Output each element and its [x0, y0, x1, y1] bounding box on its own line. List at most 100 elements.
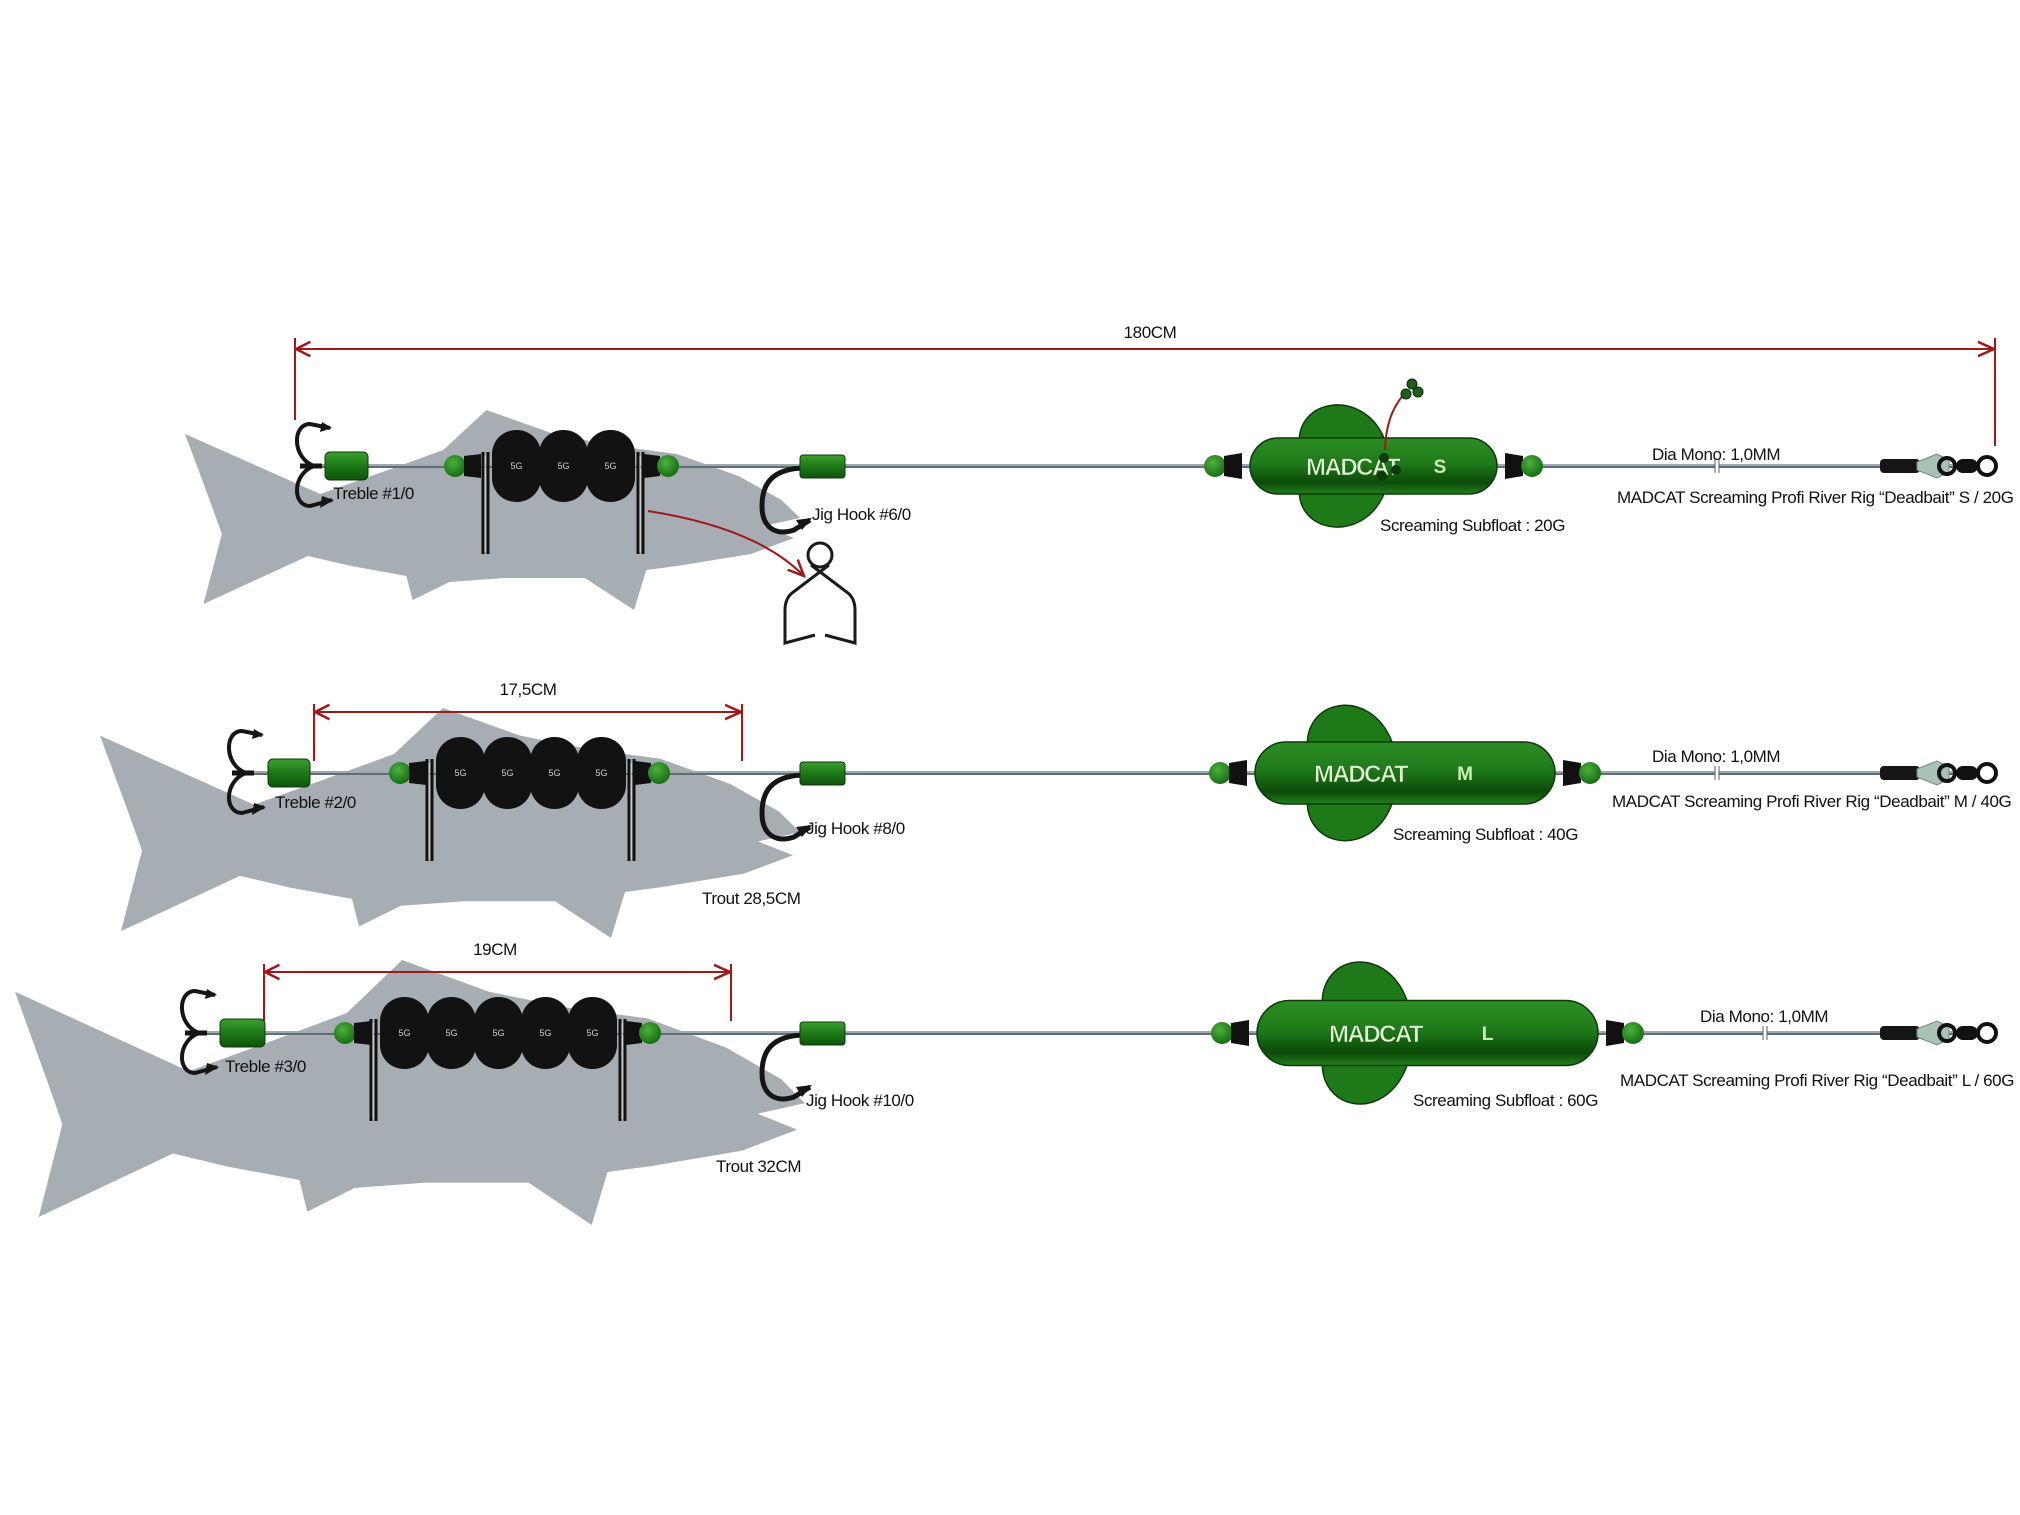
- line-break-mark: [1715, 767, 1719, 779]
- swivel-icon: [1880, 1020, 1998, 1046]
- jig-hook-bend: [759, 1032, 812, 1102]
- subfloat: MADCAT M: [1209, 704, 1601, 842]
- float-fin-top: [1321, 961, 1409, 1012]
- rattle-ball-icon: [1406, 378, 1418, 390]
- jig-hook-barb: [796, 1085, 812, 1097]
- float-size-label: L: [1482, 1024, 1494, 1045]
- stopper-left: [409, 761, 426, 785]
- weight-label: 5G: [501, 768, 513, 778]
- stopper-left: [354, 1021, 371, 1045]
- float-size-label: M: [1457, 764, 1473, 785]
- swivel-ring-left: [1937, 763, 1957, 783]
- float-bead-right: [1521, 455, 1543, 477]
- weight: [483, 737, 532, 809]
- treble-sleeve: [219, 1018, 266, 1048]
- wire-clip-detail: [647, 510, 857, 645]
- treble-hook-icon: [295, 421, 334, 509]
- treble-barb-bottom: [205, 1063, 219, 1075]
- treble-label: Treble #1/0: [333, 484, 414, 503]
- weight-label: 5G: [557, 461, 569, 471]
- swivel-barrel: [1956, 459, 1978, 473]
- float-stopper-right: [1563, 760, 1581, 786]
- treble-hook-icon: [180, 988, 219, 1076]
- weight: [380, 997, 429, 1069]
- overall-dimension: 180CM: [294, 323, 1996, 446]
- float-stopper-right: [1606, 1020, 1624, 1046]
- weight-label: 5G: [510, 461, 522, 471]
- weight-label: 5G: [604, 461, 616, 471]
- stopper-right: [635, 761, 651, 785]
- swivel-icon: [1880, 760, 1998, 786]
- bead-left: [444, 455, 466, 477]
- rattle-ball-icon: [1400, 388, 1412, 400]
- trout-size-label: Trout 32CM: [716, 1157, 801, 1176]
- weight-label: 5G: [539, 1028, 551, 1038]
- float-stopper-left: [1231, 1020, 1249, 1046]
- jig-hook-icon: [759, 1032, 812, 1102]
- bead-right: [657, 455, 679, 477]
- dimension-label: 19CM: [473, 940, 517, 959]
- float-brand-logo: MADCAT: [1314, 761, 1409, 788]
- rattle-ball-icon: [1412, 386, 1424, 398]
- treble-barb-top: [320, 422, 332, 432]
- weight-label: 5G: [548, 768, 560, 778]
- float-fin-bottom: [1321, 1054, 1409, 1105]
- dimension-label: 180CM: [1124, 323, 1177, 342]
- trout-size-label: Trout 28,5CM: [702, 889, 801, 908]
- weight-label: 5G: [454, 768, 466, 778]
- treble-prong-bottom: [180, 1031, 218, 1076]
- line-break-mark: [1715, 460, 1719, 472]
- crimp-sleeve: [1880, 1026, 1920, 1040]
- jig-hook-icon: [759, 772, 812, 842]
- rattle-ball-inset: [1377, 471, 1387, 481]
- weight-label: 5G: [595, 768, 607, 778]
- float-stopper-left: [1229, 760, 1247, 786]
- weight-label: 5G: [398, 1028, 410, 1038]
- clip-eye: [806, 541, 834, 569]
- jig-hook-barb: [796, 825, 812, 837]
- crimp-sleeve: [1880, 766, 1920, 780]
- subfloat-label: Screaming Subfloat : 20G: [1380, 516, 1565, 535]
- float-bead-left: [1209, 762, 1231, 784]
- jig-hook-label: Jig Hook #6/0: [812, 505, 911, 524]
- swivel-ring-right: [1976, 762, 1998, 784]
- weight: [568, 997, 617, 1069]
- float-fin-top: [1298, 404, 1386, 449]
- swivel-barrel: [1956, 766, 1978, 780]
- treble-barb-bottom: [252, 803, 266, 815]
- weight-label: 5G: [445, 1028, 457, 1038]
- stopper-right: [626, 1021, 642, 1045]
- weight: [436, 737, 485, 809]
- bead-right: [639, 1022, 661, 1044]
- treble-prong-top: [180, 988, 216, 1035]
- swivel-ring-right: [1976, 1022, 1998, 1044]
- weight: [427, 997, 476, 1069]
- bead-left: [334, 1022, 356, 1044]
- treble-label: Treble #3/0: [225, 1057, 306, 1076]
- jig-hook-label: Jig Hook #8/0: [806, 819, 905, 838]
- clip-wire-right: [810, 563, 857, 645]
- treble-barb-top: [252, 729, 264, 739]
- float-bead-right: [1579, 762, 1601, 784]
- swivel-ring-right: [1976, 455, 1998, 477]
- float-body: [1256, 999, 1599, 1067]
- line-break-mark: [1763, 1027, 1767, 1039]
- weight-label: 5G: [492, 1028, 504, 1038]
- rattle-balls-detail: [1377, 378, 1424, 481]
- jig-hook-sleeve: [799, 454, 846, 479]
- stopper-right: [644, 454, 660, 478]
- treble-prong-top: [227, 728, 263, 775]
- float-bead-right: [1622, 1022, 1644, 1044]
- jig-hook-sleeve: [799, 1021, 846, 1046]
- rattle-ball-inset: [1391, 465, 1401, 475]
- subfloat-label: Screaming Subfloat : 60G: [1413, 1091, 1598, 1110]
- float-fin-bottom: [1306, 793, 1394, 842]
- clip-callout-arrow: [647, 510, 804, 576]
- float-bead-left: [1204, 455, 1226, 477]
- mono-diameter-label: Dia Mono: 1,0MM: [1700, 1007, 1828, 1026]
- treble-prong-bottom: [295, 464, 333, 509]
